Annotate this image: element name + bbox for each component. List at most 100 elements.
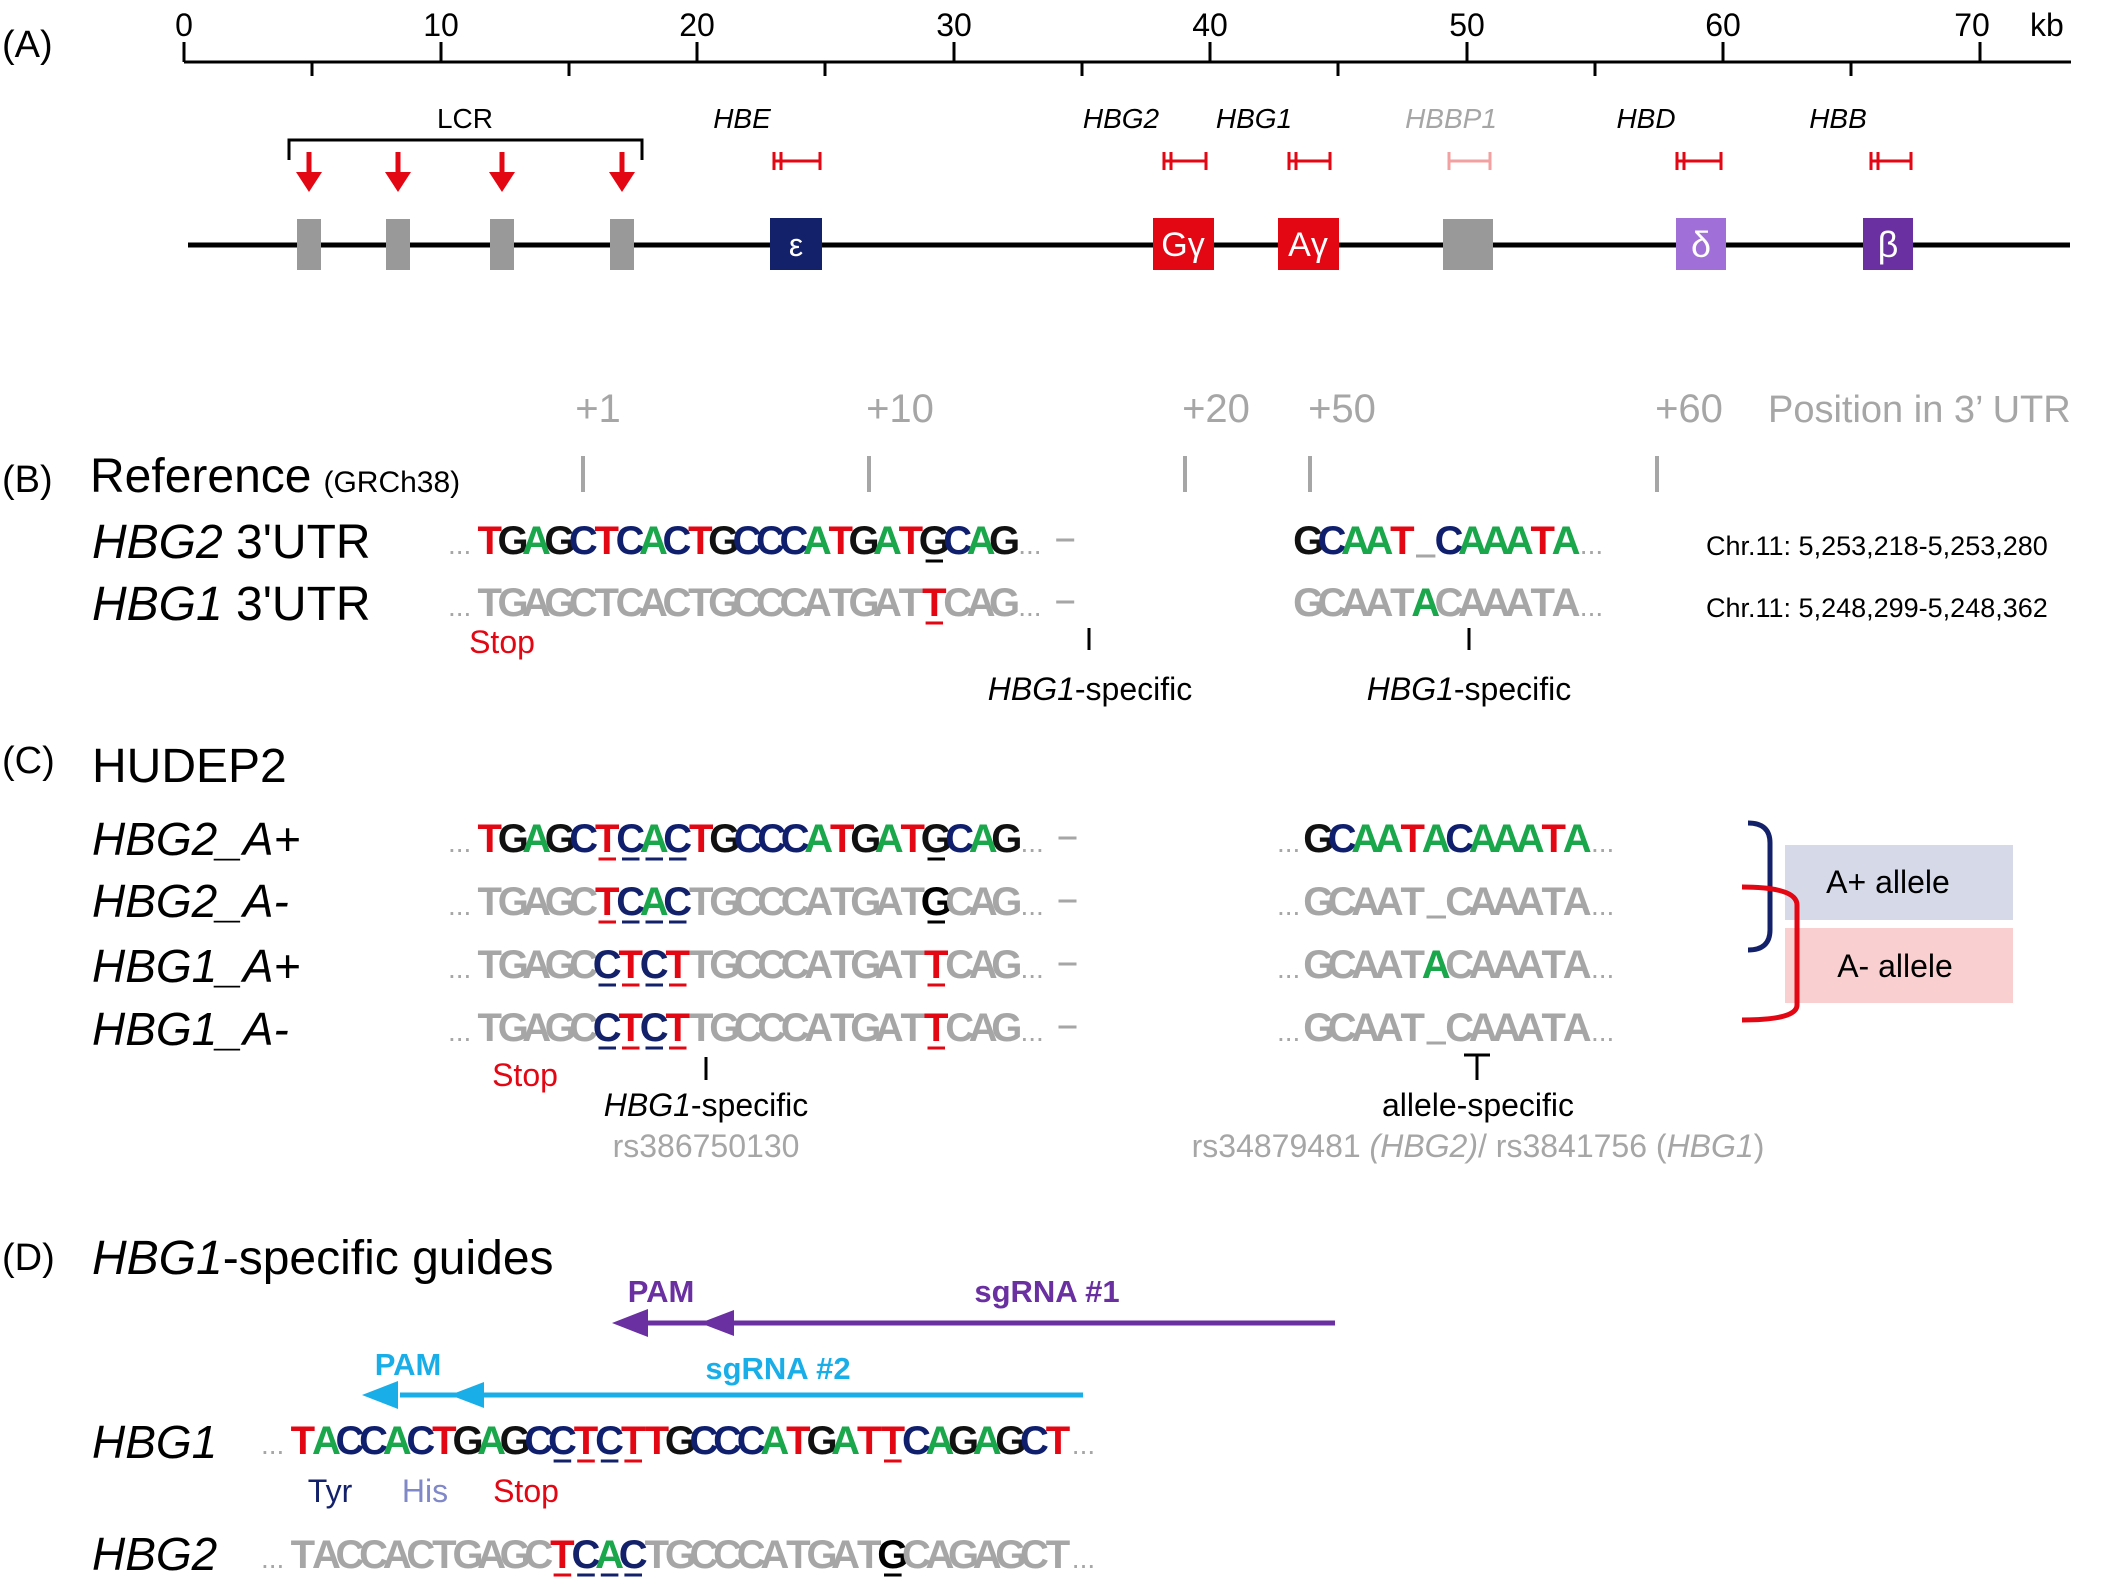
- ruler-tick-labels: 0 10 20 30 40 50 60 70: [175, 7, 1990, 43]
- nucleotide: C: [359, 1419, 388, 1463]
- ref-hbg1-coords: Chr.11: 5,248,299-5,248,362: [1706, 593, 2048, 623]
- nucleotide: T: [478, 817, 502, 861]
- sequence-ellipsis: ...: [1072, 1429, 1095, 1460]
- nucleotide: T: [478, 943, 502, 987]
- nucleotide: A: [1505, 581, 1534, 625]
- nucleotide: T: [1046, 1419, 1070, 1463]
- position-label: +20: [1182, 387, 1250, 431]
- sequence-ellipsis: ...: [448, 1016, 471, 1047]
- ref-hbg2-coords: Chr.11: 5,253,218-5,253,280: [1706, 531, 2048, 561]
- nucleotide: A: [967, 519, 996, 563]
- ruler-tick-label: 50: [1449, 7, 1485, 43]
- nucleotide: A: [1492, 817, 1521, 861]
- nucleotide: T: [550, 1533, 574, 1577]
- nucleotide: G: [545, 817, 576, 861]
- nucleotide: A: [477, 1419, 506, 1463]
- nucleotide: C: [569, 817, 598, 861]
- guides-title-suffix: -specific guides: [223, 1232, 554, 1285]
- sequence-ellipsis: ...: [1580, 591, 1603, 622]
- nucleotide: T: [786, 1419, 810, 1463]
- nucleotide: G: [665, 1419, 696, 1463]
- nucleotide: A: [1516, 1006, 1545, 1050]
- nucleotide: C: [733, 519, 762, 563]
- nucleotide: A: [522, 817, 551, 861]
- sgrna1-arrowhead-mid: [700, 1310, 734, 1336]
- nucleotide: T: [1046, 1533, 1070, 1577]
- nucleotide: A: [522, 943, 551, 987]
- allele-a-minus-box: [1785, 928, 2013, 1003]
- nucleotide: C: [359, 1533, 388, 1577]
- nucleotide: A: [875, 817, 904, 861]
- ref-specific-gene-1: HBG1: [988, 671, 1075, 707]
- nucleotide: A: [1563, 943, 1592, 987]
- guides-title: HBG1-specific guides: [92, 1232, 554, 1285]
- nucleotide: C: [756, 581, 785, 625]
- panel-c-label: (C): [2, 740, 55, 782]
- nucleotide: G: [498, 817, 529, 861]
- sequence-ellipsis: ...: [1018, 529, 1041, 560]
- nucleotide: G: [1293, 581, 1324, 625]
- gene-label-hbd: HBD: [1616, 103, 1675, 134]
- nucleotide: G: [989, 519, 1020, 563]
- nucleotide: C: [572, 1533, 601, 1577]
- nucleotide: T: [666, 1006, 690, 1050]
- nucleotide: C: [733, 581, 762, 625]
- nucleotide: C: [595, 1419, 624, 1463]
- nucleotide: C: [1318, 581, 1347, 625]
- sgrna2-label: sgRNA #2: [705, 1351, 850, 1386]
- nucleotide: T: [1542, 880, 1566, 924]
- sequence-ellipsis: ...: [261, 1543, 284, 1574]
- nucleotide: G: [545, 880, 576, 924]
- nucleotide: G: [709, 817, 740, 861]
- nucleotide: T: [594, 581, 618, 625]
- nucleotide: C: [757, 943, 786, 987]
- nucleotide: A: [383, 1419, 412, 1463]
- nucleotide: T: [922, 581, 946, 625]
- ruler-tick-label: 70: [1954, 7, 1990, 43]
- nucleotide: C: [1318, 519, 1347, 563]
- nucleotide: C: [619, 1533, 648, 1577]
- nucleotide: A: [804, 943, 833, 987]
- hudep-row-name: HBG2_A-: [92, 875, 289, 927]
- nucleotide: G: [850, 817, 881, 861]
- nucleotide: G: [806, 1533, 837, 1577]
- gene-label-hbg1: HBG1: [1216, 103, 1292, 134]
- nucleotide: A: [1469, 880, 1498, 924]
- nucleotide: T: [828, 581, 852, 625]
- nucleotide: C: [757, 817, 786, 861]
- nucleotide: C: [943, 519, 972, 563]
- nucleotide: A: [595, 1533, 624, 1577]
- guides-hbg1-name: HBG1: [92, 1416, 217, 1468]
- sgrna2-pam-label: PAM: [375, 1347, 442, 1382]
- gene-box-a-gamma: [1278, 218, 1339, 270]
- nucleotide: T: [477, 519, 501, 563]
- hudep-marker-line-2: [1464, 1053, 1490, 1080]
- nucleotide: A: [804, 1006, 833, 1050]
- nucleotide: G: [452, 1419, 483, 1463]
- nucleotide: C: [662, 519, 691, 563]
- gene-symbol-g-gamma: Gγ: [1161, 226, 1204, 264]
- nucleotide: A: [1351, 817, 1380, 861]
- gene-symbol-delta: δ: [1691, 224, 1711, 265]
- nucleotide: T: [830, 1006, 854, 1050]
- hudep-row-name: HBG1_A+: [92, 940, 300, 992]
- guides-hbg2-sequence: ...TACCACTGAGCTCACTGCCCATGATGCAGAGCT...: [261, 1533, 1095, 1577]
- rs-right-part: ): [1754, 1128, 1765, 1164]
- nucleotide: C: [569, 1006, 598, 1050]
- nucleotide: T: [1542, 817, 1566, 861]
- nucleotide: C: [640, 1006, 669, 1050]
- nucleotide: T: [688, 519, 712, 563]
- nucleotide: G: [1303, 943, 1334, 987]
- nucleotide: T: [1401, 1006, 1425, 1050]
- sequence-ellipsis: ...: [261, 1429, 284, 1460]
- nucleotide: G: [498, 581, 529, 625]
- nucleotide: A: [803, 519, 832, 563]
- nucleotide: G: [921, 817, 952, 861]
- nucleotide: C: [1328, 943, 1357, 987]
- nucleotide: A: [639, 581, 668, 625]
- sequence-ellipsis: ...: [1277, 827, 1300, 858]
- nucleotide: C: [1328, 817, 1357, 861]
- ruler-tick-label: 10: [423, 7, 459, 43]
- position-label: +60: [1655, 387, 1723, 431]
